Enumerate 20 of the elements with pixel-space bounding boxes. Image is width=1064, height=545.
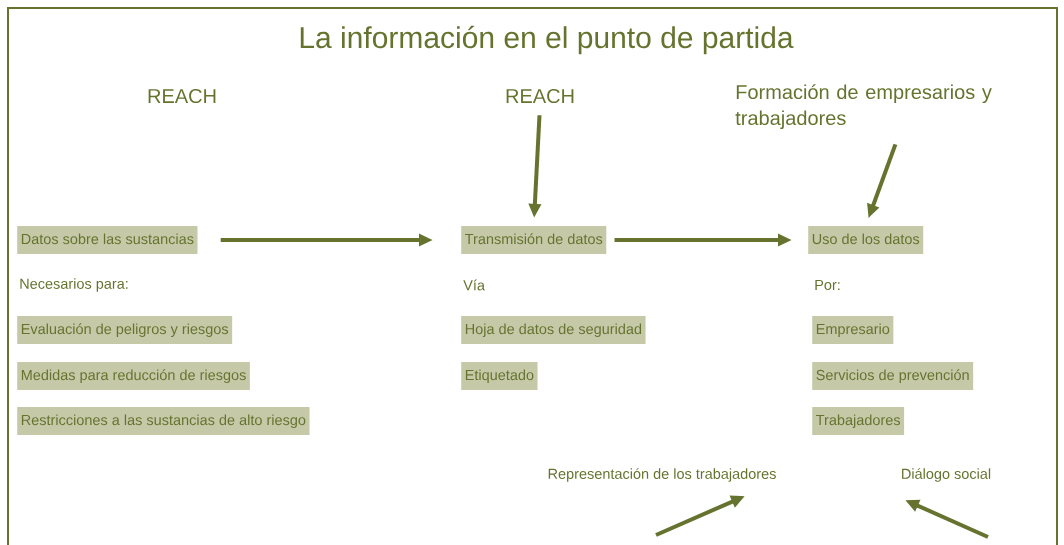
highlight-box: Trabajadores (812, 407, 905, 435)
heading-text: REACH (506, 88, 574, 104)
text-label: Vía (463, 279, 485, 291)
text-label: Representación de los trabajadores (548, 468, 776, 482)
heading-text: Formación de empresarios y trabajadores (735, 84, 992, 130)
heading-text: REACH (148, 88, 216, 104)
highlight-box: Etiquetado (461, 362, 538, 390)
highlight-box: Empresario (812, 316, 894, 344)
text-label: Diálogo social (902, 468, 991, 482)
text-label: Por: (815, 279, 840, 291)
highlight-box: Datos sobre las sustancias (17, 226, 198, 254)
highlight-box: Evaluación de peligros y riesgos (17, 316, 233, 344)
highlight-box: Medidas para reducción de riesgos (17, 362, 250, 390)
highlight-box: Uso de los datos (808, 226, 924, 254)
highlight-box: Transmisión de datos (461, 226, 607, 254)
text-label: Necesarios para: (20, 278, 128, 292)
highlight-box: Servicios de prevención (812, 362, 974, 390)
highlight-box: Hoja de datos de seguridad (461, 316, 646, 344)
highlight-box: Restricciones a las sustancias de alto riesgo (17, 407, 310, 435)
title: La información en el punto de partida (300, 25, 794, 55)
